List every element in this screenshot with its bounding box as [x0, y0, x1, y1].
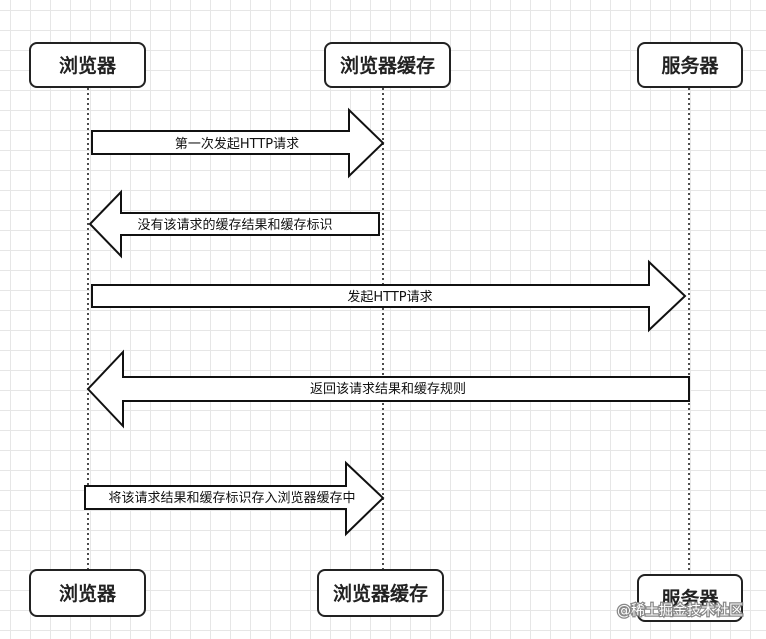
participant-server-top-label: 服务器	[661, 54, 719, 77]
message-arrow-5: 将该请求结果和缓存标识存入浏览器缓存中	[84, 460, 385, 537]
participant-browser-bottom-label: 浏览器	[59, 582, 117, 605]
message-label-4: 返回该请求结果和缓存规则	[310, 382, 466, 397]
message-label-3: 发起HTTP请求	[347, 289, 432, 305]
message-arrow-3: 发起HTTP请求	[91, 259, 687, 333]
message-label-1: 第一次发起HTTP请求	[175, 136, 299, 152]
watermark-text: @稀土掘金技术社区	[617, 603, 743, 619]
watermark: @稀土掘金技术社区	[616, 602, 745, 621]
participant-cache-bottom-label: 浏览器缓存	[333, 582, 428, 605]
participant-cache-top: 浏览器缓存	[324, 42, 451, 88]
message-label-5: 将该请求结果和缓存标识存入浏览器缓存中	[108, 490, 355, 506]
participant-server-bottom-label: 服务器	[661, 587, 719, 610]
participant-browser-bottom: 浏览器	[29, 569, 146, 617]
message-arrow-2: 没有该请求的缓存结果和缓存标识	[88, 189, 380, 259]
participant-server-bottom: 服务器	[637, 574, 743, 622]
message-label-2: 没有该请求的缓存结果和缓存标识	[137, 217, 332, 233]
participant-cache-top-label: 浏览器缓存	[340, 54, 435, 77]
participant-server-top: 服务器	[637, 42, 743, 88]
participant-cache-bottom: 浏览器缓存	[317, 569, 444, 617]
message-arrow-4: 返回该请求结果和缓存规则	[86, 349, 690, 429]
participant-browser-top-label: 浏览器	[59, 54, 117, 77]
participant-browser-top: 浏览器	[29, 42, 146, 88]
message-arrow-1: 第一次发起HTTP请求	[91, 107, 385, 179]
